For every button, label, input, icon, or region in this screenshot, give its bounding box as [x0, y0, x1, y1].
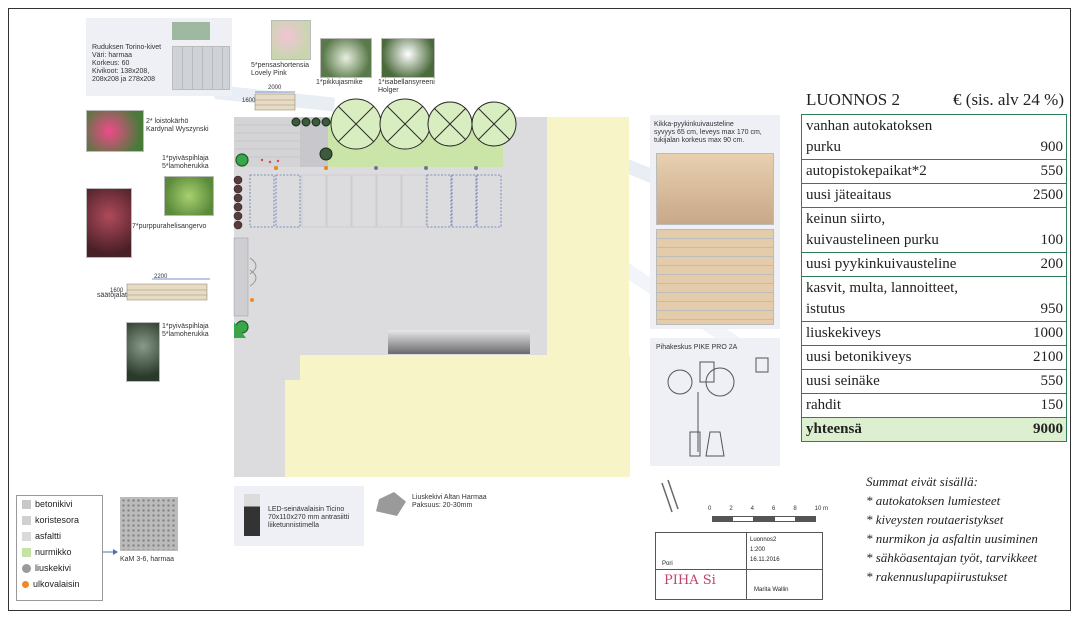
- legend-swatch: [22, 499, 31, 509]
- hydrangea-label: 5*pensashortensia Lovely Pink: [251, 62, 309, 77]
- notes-heading: Summat eivät sisällä:: [866, 474, 978, 489]
- title-designer: Marita Wallin: [754, 587, 789, 593]
- torino-height: Korkeus: 60: [92, 60, 130, 67]
- legend-item: liuskekivi: [17, 560, 102, 576]
- title-scale: 1:200: [750, 547, 766, 553]
- cost-table-title: LUONNOS 2: [806, 90, 900, 109]
- dim-1600b: 1600: [110, 288, 124, 294]
- torino-title: Ruduksen Torino-kivet: [92, 44, 162, 51]
- currant-photo: [164, 176, 214, 216]
- dim-2200: 2200: [154, 274, 168, 280]
- dryer-photo-1: [656, 153, 774, 225]
- gravel-label: KaM 3-6, harmaa: [120, 556, 175, 563]
- barberry-photo: [86, 188, 132, 258]
- lilac-label: 1*isabellansyreeni Holger: [378, 79, 435, 94]
- mock-orange-label: 1*pikkujasmike: [316, 79, 363, 86]
- note-item: * rakennuslupapiirustukset: [866, 569, 1008, 584]
- note-item: * autokatoksen lumiesteet: [866, 493, 1001, 508]
- legend-item: ulkovalaisin: [17, 576, 102, 592]
- gravel-photo: [120, 497, 178, 551]
- torino-sizes: Kivikoot: 138x208, 208x208 ja 278x208: [92, 68, 156, 83]
- drawing-frame: [8, 8, 1071, 611]
- dryer-label: Kikka-pyykinkuivausteline syvyys 65 cm, …: [654, 121, 762, 144]
- bin-shelter-label: Pihakeskus PIKE PRO 2A: [656, 344, 738, 351]
- dryer-photo-2: [656, 229, 774, 325]
- cost-table-currency: € (sis. alv 24 %): [953, 90, 1064, 109]
- dim-2000: 2000: [268, 85, 282, 91]
- legend-swatch: [22, 547, 31, 557]
- rowan-photo: [126, 322, 160, 382]
- clematis-label: 2* loistokärhö Kardynal Wyszynski: [146, 118, 209, 133]
- led-light-icon: [244, 494, 260, 536]
- barberry-label: 7*purppurahelisangervo: [132, 223, 207, 230]
- slate-label: Liuskekivi Altan Harmaa Paksuus: 20-30mm: [412, 494, 487, 509]
- clematis-photo: [86, 110, 144, 152]
- legend-item: nurmikko: [17, 544, 102, 560]
- cost-table-header: LUONNOS 2 € (sis. alv 24 %): [806, 90, 1064, 110]
- torino-stone-sample: [172, 22, 210, 40]
- slats-label: säätöjalat: [97, 292, 127, 299]
- bin-shelter-drawing: [667, 357, 769, 457]
- legend-swatch: [22, 515, 31, 525]
- title-date: 16.11.2016: [750, 557, 780, 563]
- note-item: * nurmikon ja asfaltin uusiminen: [866, 531, 1038, 546]
- note-item: * sähköasentajan työt, tarvikkeet: [866, 550, 1038, 565]
- title-block: Luonnos2 1:200 16.11.2016 Pori PIHA Si M…: [655, 532, 823, 600]
- legend-swatch: [22, 531, 31, 541]
- mock-orange-photo: [320, 38, 372, 78]
- company-logo: PIHA Si: [664, 573, 716, 588]
- legend-item: asfaltti: [17, 528, 102, 544]
- legend-item: koristesora: [17, 512, 102, 528]
- torino-stone-photo: [172, 46, 230, 90]
- dryer-panel: Kikka-pyykinkuivausteline syvyys 65 cm, …: [650, 115, 780, 329]
- juniper-bottom-label: 1*pyiväspihlaja 5*lamoherukka: [162, 323, 209, 338]
- note-item: * kiveysten routaeristykset: [866, 512, 1004, 527]
- juniper-top-label: 1*pyiväspihlaja 5*lamoherukka: [162, 155, 209, 170]
- title-project: Luonnos2: [750, 537, 777, 543]
- hydrangea-photo: [271, 20, 311, 60]
- torino-info-panel: Ruduksen Torino-kivet Väri: harmaa Korke…: [86, 18, 232, 96]
- torino-color: Väri: harmaa: [92, 52, 133, 59]
- scale-bar: [712, 516, 816, 522]
- led-light-label: LED-seinävalaisin Ticino 70x110x270 mm a…: [268, 506, 350, 529]
- title-client: Pori: [662, 561, 673, 567]
- dim-1600a: 1600: [242, 98, 256, 104]
- legend-swatch: [22, 580, 29, 588]
- lilac-photo: [381, 38, 435, 78]
- bin-shelter-panel: Pihakeskus PIKE PRO 2A: [650, 338, 780, 466]
- exclusions-notes: Summat eivät sisällä: * autokatoksen lum…: [866, 472, 1038, 586]
- legend-item: betonikivi: [17, 496, 102, 512]
- led-light-panel: LED-seinävalaisin Ticino 70x110x270 mm a…: [234, 486, 364, 546]
- legend-swatch: [22, 563, 31, 573]
- legend: betonikivi koristesora asfaltti nurmikko…: [16, 495, 103, 601]
